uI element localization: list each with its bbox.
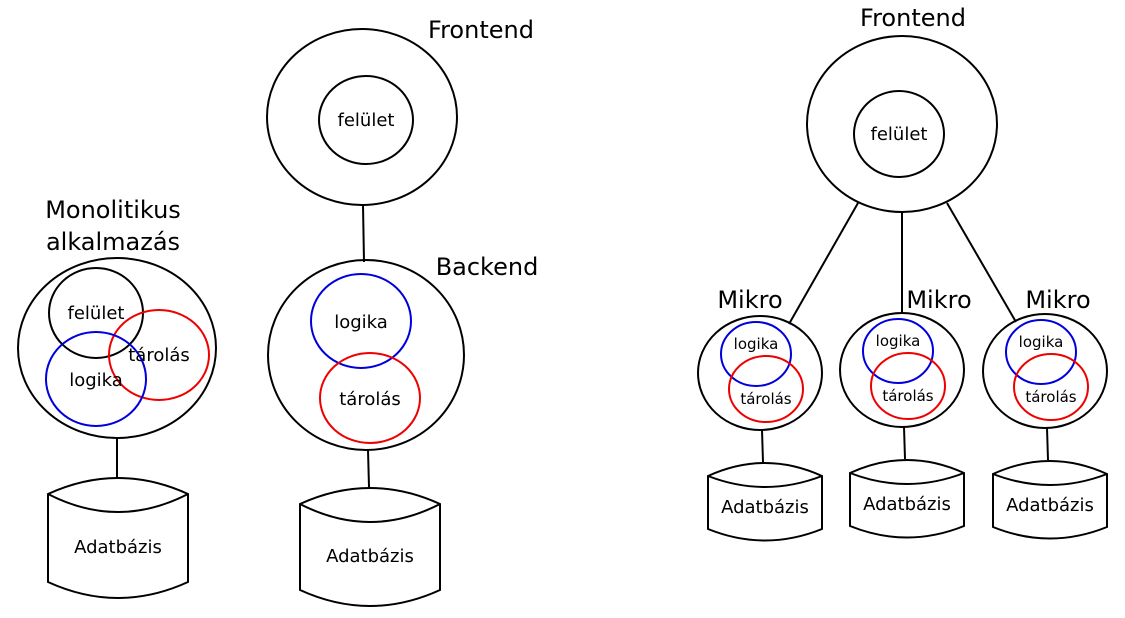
micro-logika-label: logika [876,332,921,350]
monolith-tarolas-label: tárolás [128,345,190,366]
layered-database-icon [299,487,441,607]
micro-service-ellipse [839,312,965,428]
micro-db-connector [903,426,906,460]
micro-service-title: Mikro [1025,286,1090,314]
micro-database-icon [849,459,965,539]
micro-service-ellipse [697,315,823,431]
layered-frontend-title: Frontend [428,16,534,44]
micro-service-title: Mikro [906,286,971,314]
monolith-database-icon [47,477,189,599]
micro-tarolas-label: tárolás [882,387,933,405]
micro-service-3: Mikro logika tárolás Adatbázis [982,286,1108,540]
layered-felulet-circle [318,75,414,165]
micro-tarolas-label: tárolás [740,390,791,408]
micro-db-label: Adatbázis [1006,495,1094,516]
monolith-title-line2: alkalmazás [46,228,180,256]
layered-tarolas-label: tárolás [339,389,401,410]
layered-group: Frontend felület Backend logika tárolás … [266,16,539,607]
micro-logika-label: logika [734,335,779,353]
monolith-logika-label: logika [69,370,123,391]
monolith-logika-circle [45,331,147,427]
monolith-group: Monolitikus alkalmazás felület tárolás l… [17,196,217,599]
layered-logika-circle [310,273,412,369]
micro-tarolas-circle [728,355,804,423]
micro-felulet-circle [853,90,945,178]
micro-logika-circle [720,321,792,387]
monolith-felulet-label: felület [68,303,125,324]
micro-tarolas-circle [870,352,946,420]
micro-logika-circle [1005,319,1077,385]
micro-logika-circle [862,318,934,384]
layered-db-label: Adatbázis [326,546,414,567]
micro-connector-3 [946,202,1017,323]
micro-service-2: Mikro logika tárolás Adatbázis [839,286,972,539]
micro-service-title: Mikro [717,286,782,314]
micro-db-connector [761,429,764,463]
layered-db-connector [367,449,370,488]
layered-frontend-backend-connector [362,204,365,263]
micro-database-icon [707,462,823,542]
micro-logika-label: logika [1019,333,1064,351]
layered-backend-ellipse [267,259,465,451]
layered-felulet-label: felület [338,110,395,131]
micro-felulet-label: felület [871,124,928,145]
layered-logika-label: logika [334,312,388,333]
micro-database-icon [992,460,1108,540]
micro-connector-1 [788,202,859,325]
micro-service-1: Mikro logika tárolás Adatbázis [697,286,823,542]
micro-tarolas-circle [1013,353,1089,421]
layered-backend-title: Backend [436,253,539,281]
micro-db-connector [1046,427,1049,461]
micro-db-label: Adatbázis [721,497,809,518]
micro-frontend-title: Frontend [860,4,966,32]
monolith-db-label: Adatbázis [74,537,162,558]
monolith-title-line1: Monolitikus [45,196,181,224]
micro-group: Frontend felület Mikro logika tárolás Ad… [697,4,1108,542]
micro-tarolas-label: tárolás [1025,388,1076,406]
micro-service-ellipse [982,313,1108,429]
layered-frontend-ellipse [266,28,458,206]
micro-db-label: Adatbázis [863,494,951,515]
layered-tarolas-circle [319,352,421,444]
monolith-tarolas-circle [108,309,210,401]
